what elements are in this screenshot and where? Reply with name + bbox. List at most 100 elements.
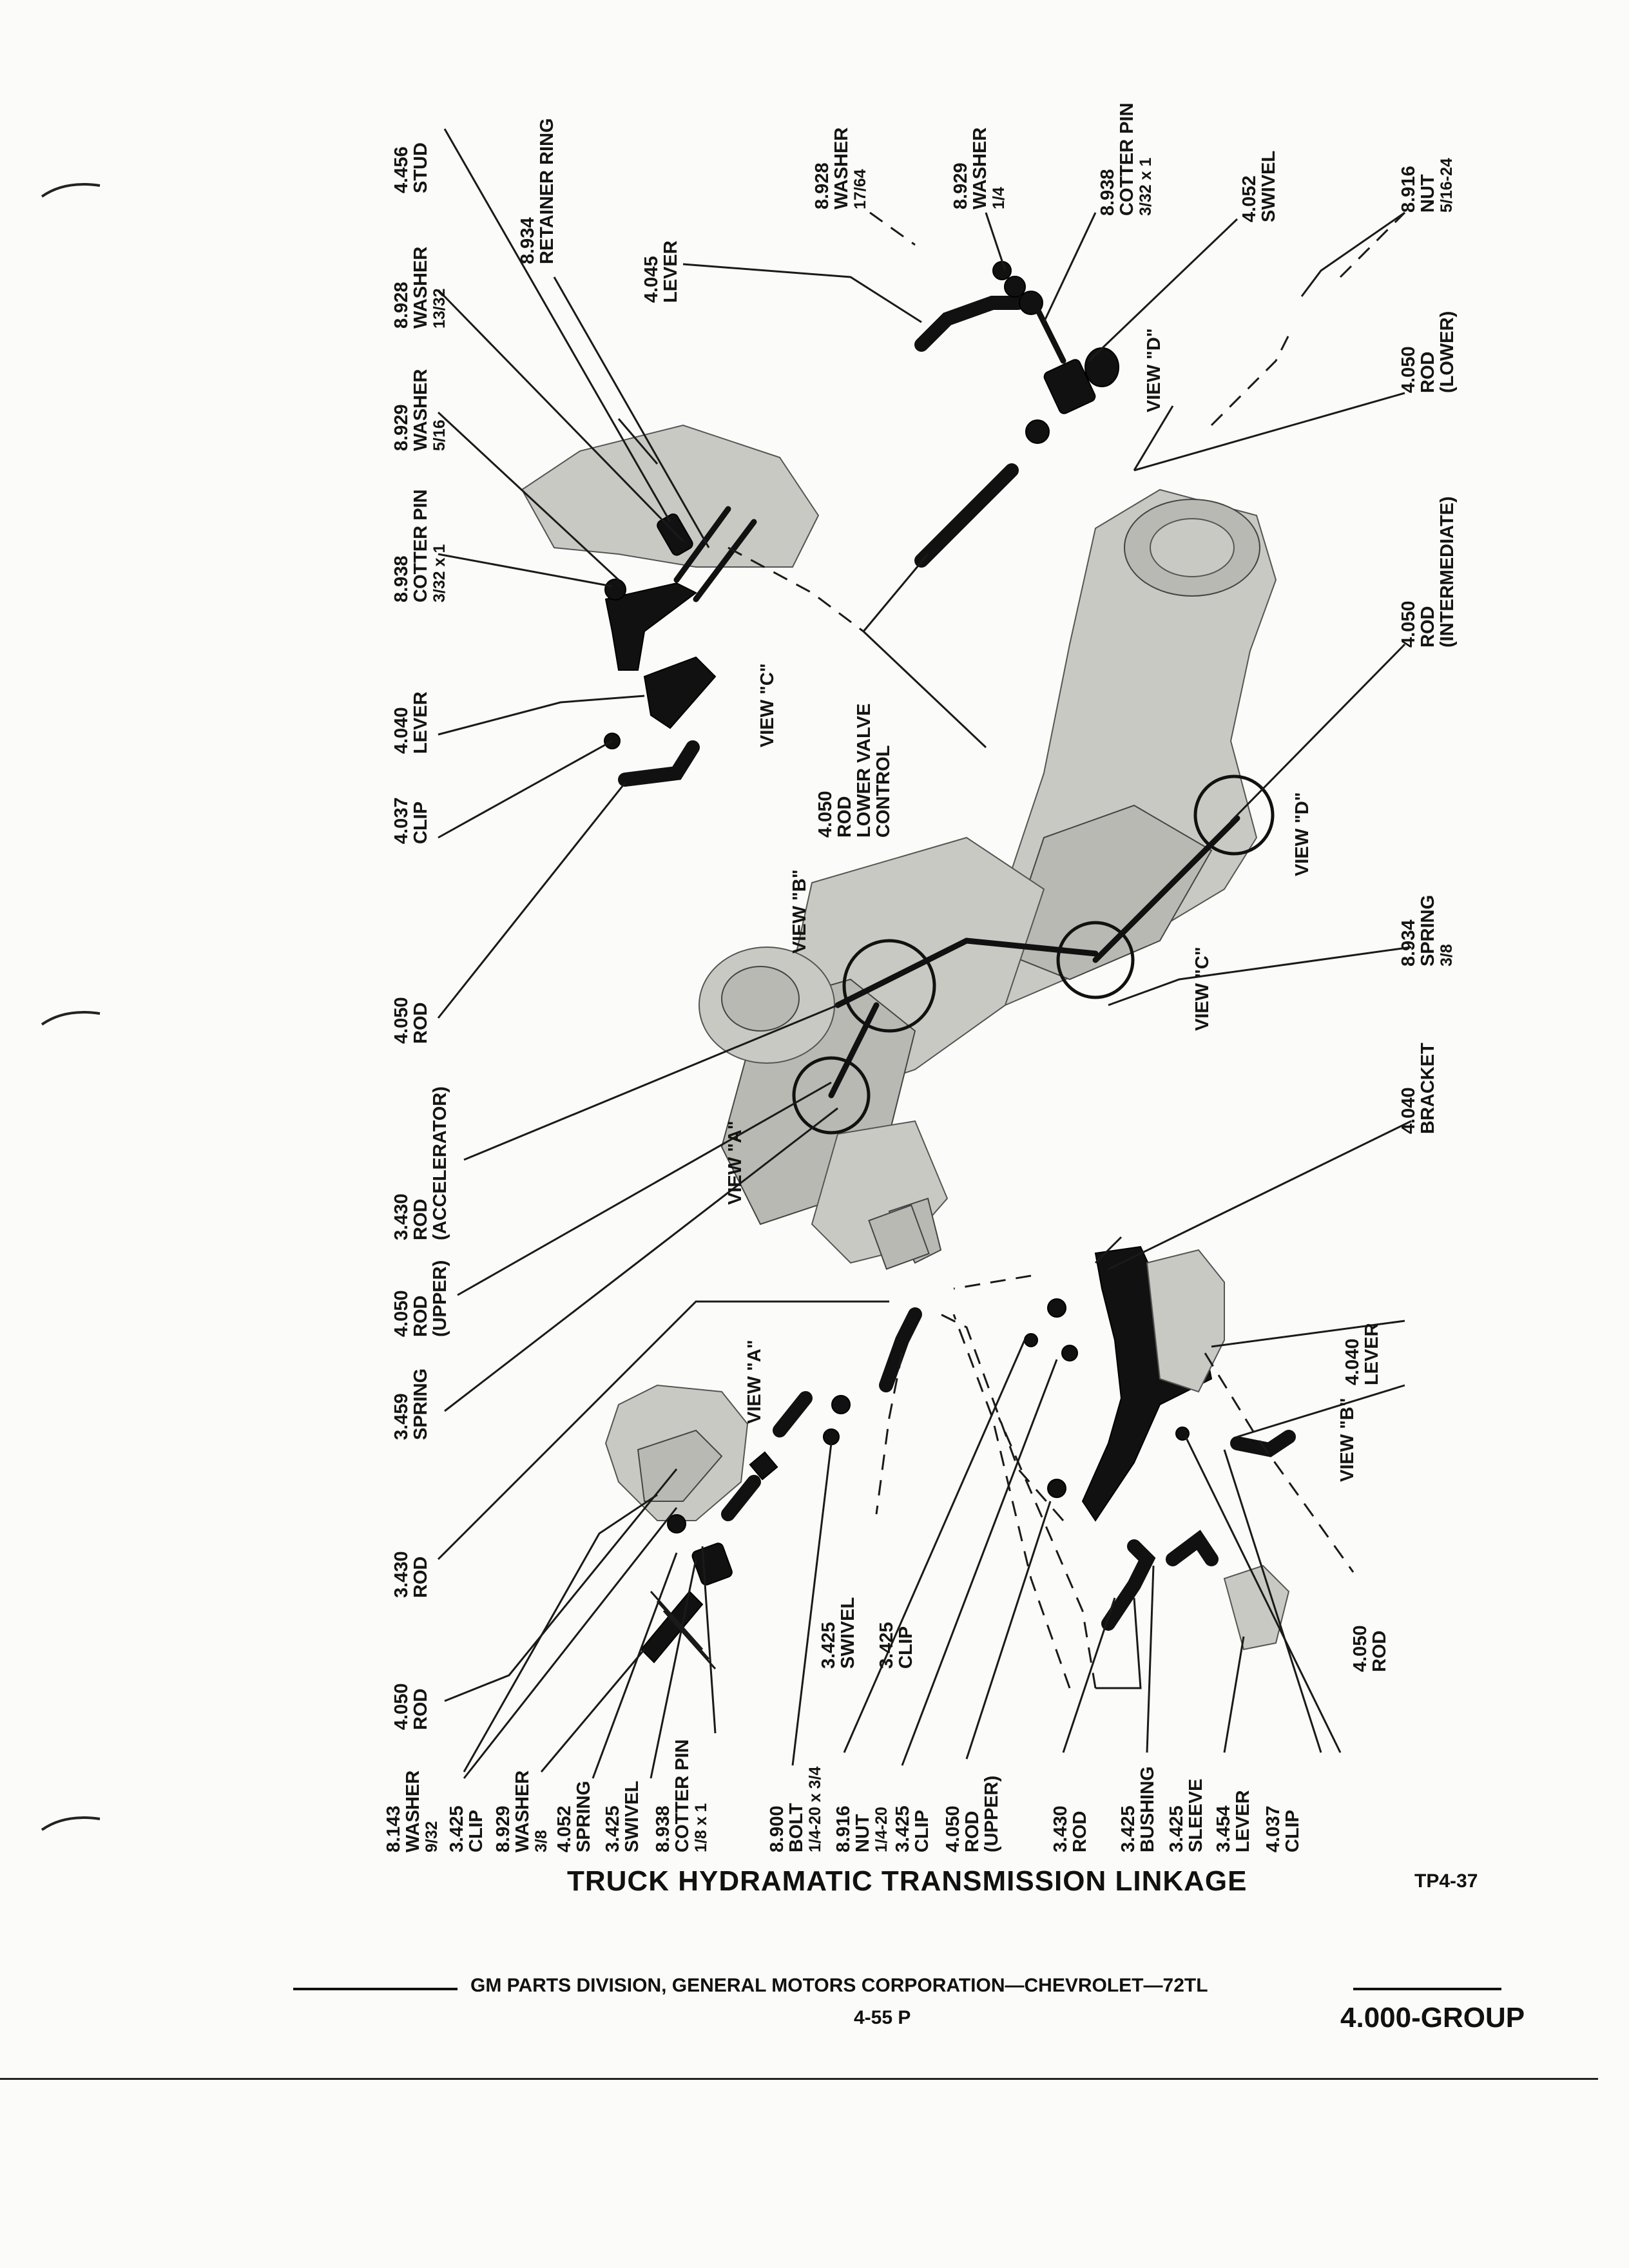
svg-text:STUD: STUD	[410, 142, 431, 193]
svg-text:8.929: 8.929	[391, 404, 412, 451]
svg-text:CLIP: CLIP	[410, 802, 431, 844]
svg-text:BOLT: BOLT	[786, 1803, 807, 1852]
svg-text:SLEEVE: SLEEVE	[1186, 1779, 1206, 1852]
svg-text:RETAINER RING: RETAINER RING	[537, 118, 557, 264]
svg-text:8.938: 8.938	[391, 555, 412, 602]
footer-group: 4.000-GROUP	[1340, 2002, 1525, 2033]
callout-mid-0: 4.045 LEVER	[641, 240, 681, 303]
svg-text:WASHER: WASHER	[410, 247, 431, 329]
view-label-c-top: VIEW "C"	[757, 663, 778, 747]
callout-mid-10: 4.040 BRACKET	[1398, 1043, 1438, 1134]
svg-text:5/16-24: 5/16-24	[1438, 158, 1456, 213]
svg-text:LEVER: LEVER	[660, 240, 681, 303]
svg-text:3/32 x 1: 3/32 x 1	[430, 544, 448, 602]
callout-top-3: 8.929 WASHER 5/16	[391, 369, 448, 451]
svg-text:3/8: 3/8	[532, 1830, 550, 1852]
svg-text:4.037: 4.037	[1263, 1805, 1284, 1852]
svg-text:4.037: 4.037	[391, 797, 412, 844]
svg-text:NUT: NUT	[1418, 174, 1438, 213]
view-label-d-mid: VIEW "D"	[1292, 792, 1313, 876]
view-label-c-mid: VIEW "C"	[1192, 947, 1213, 1031]
svg-text:1/4-20: 1/4-20	[872, 1807, 891, 1852]
svg-text:ROD: ROD	[1369, 1631, 1390, 1672]
footer-rule-right	[1353, 1988, 1501, 1990]
svg-text:ROD: ROD	[834, 796, 855, 838]
svg-text:(LOWER): (LOWER)	[1437, 311, 1458, 393]
svg-text:17/64: 17/64	[851, 169, 869, 209]
svg-text:BUSHING: BUSHING	[1137, 1766, 1158, 1852]
svg-text:BRACKET: BRACKET	[1418, 1043, 1438, 1134]
svg-text:8.934: 8.934	[517, 217, 538, 264]
svg-text:3.425: 3.425	[602, 1805, 623, 1852]
callout-top-2: 8.934 RETAINER RING	[517, 118, 557, 264]
svg-text:8.928: 8.928	[391, 282, 412, 329]
view-b-detail	[1024, 1245, 1296, 1651]
svg-text:8.929: 8.929	[493, 1805, 514, 1852]
callout-bottom-7: 8.916 NUT 1/4-20	[833, 1805, 891, 1852]
svg-text:13/32: 13/32	[430, 288, 448, 329]
margin-mark	[41, 1011, 101, 1026]
svg-text:WASHER: WASHER	[512, 1771, 533, 1852]
svg-text:SPRING: SPRING	[1418, 895, 1438, 966]
figure-title: TRUCK HYDRAMATIC TRANSMISSION LINKAGE	[567, 1865, 1248, 1897]
callout-bottom-4: 3.425 SWIVEL	[602, 1781, 642, 1852]
callout-mid-3: 8.938 COTTER PIN 3/32 x 1	[1097, 102, 1155, 216]
svg-text:SWIVEL: SWIVEL	[622, 1781, 642, 1852]
svg-text:WASHER: WASHER	[970, 128, 990, 209]
svg-text:4.052: 4.052	[554, 1805, 575, 1852]
svg-text:3/8: 3/8	[1438, 944, 1456, 966]
view-label-d-top: VIEW "D"	[1144, 328, 1164, 412]
svg-text:8.928: 8.928	[812, 162, 833, 209]
callout-mid-9: 8.934 SPRING 3/8	[1398, 895, 1456, 966]
svg-text:(ACCELERATOR): (ACCELERATOR)	[430, 1086, 450, 1240]
bottom-rule	[0, 2078, 1598, 2080]
callout-bottom-14: 4.037 CLIP	[1263, 1805, 1303, 1852]
page-footer: GM PARTS DIVISION, GENERAL MOTORS CORPOR…	[0, 1975, 1629, 2052]
leader-lines	[437, 128, 1412, 1779]
callout-top-7: 4.050 ROD	[391, 997, 431, 1044]
svg-text:COTTER PIN: COTTER PIN	[410, 489, 431, 602]
svg-text:COTTER PIN: COTTER PIN	[1117, 102, 1137, 216]
callout-mid-5: 8.916 NUT 5/16-24	[1398, 158, 1456, 213]
svg-text:3.425: 3.425	[892, 1805, 913, 1852]
callout-mid-12: 4.050 ROD	[1350, 1625, 1390, 1672]
svg-text:4.045: 4.045	[641, 256, 662, 303]
callout-bottom-13: 3.454 LEVER	[1213, 1790, 1253, 1852]
svg-text:3.425: 3.425	[1118, 1805, 1139, 1852]
svg-text:1/8 x 1: 1/8 x 1	[692, 1803, 710, 1852]
svg-text:8.934: 8.934	[1398, 919, 1419, 966]
svg-text:CONTROL: CONTROL	[873, 745, 894, 838]
svg-text:9/32: 9/32	[423, 1821, 441, 1852]
svg-text:4.050: 4.050	[943, 1805, 963, 1852]
svg-text:3.425: 3.425	[1166, 1805, 1187, 1852]
svg-text:ROD: ROD	[410, 1557, 431, 1598]
svg-text:NUT: NUT	[853, 1814, 873, 1852]
view-c-detail	[521, 418, 820, 787]
callout-bottom-12: 3.425 SLEEVE	[1166, 1779, 1206, 1852]
svg-text:SWIVEL: SWIVEL	[1258, 151, 1279, 222]
svg-text:CLIP: CLIP	[896, 1626, 916, 1669]
svg-text:ROD: ROD	[1418, 352, 1438, 393]
callout-bottom-3: 4.052 SPRING	[554, 1781, 594, 1852]
svg-text:ROD: ROD	[410, 1296, 431, 1337]
footer-rule-left	[293, 1988, 458, 1990]
svg-text:3.425: 3.425	[818, 1622, 839, 1669]
svg-text:ROD: ROD	[1070, 1811, 1090, 1852]
svg-text:4.052: 4.052	[1239, 175, 1260, 222]
svg-text:4.050: 4.050	[391, 1290, 412, 1337]
svg-text:COTTER PIN: COTTER PIN	[672, 1739, 693, 1852]
svg-text:SPRING: SPRING	[574, 1781, 594, 1852]
view-label-b-mid: VIEW "B"	[789, 869, 810, 954]
callout-top-1: 8.928 WASHER 13/32	[391, 247, 448, 329]
svg-text:3.430: 3.430	[391, 1551, 412, 1598]
svg-text:8.938: 8.938	[1097, 169, 1118, 216]
callout-mid-8: 4.050 ROD LOWER VALVE CONTROL	[815, 704, 894, 838]
svg-text:(UPPER): (UPPER)	[430, 1260, 450, 1337]
footer-page-number: 4-55 P	[854, 2007, 911, 2028]
svg-text:4.040: 4.040	[1342, 1338, 1363, 1385]
svg-text:3.454: 3.454	[1213, 1805, 1234, 1852]
svg-text:4.050: 4.050	[391, 997, 412, 1044]
svg-text:4.040: 4.040	[1398, 1087, 1419, 1134]
svg-text:3.430: 3.430	[391, 1193, 412, 1240]
